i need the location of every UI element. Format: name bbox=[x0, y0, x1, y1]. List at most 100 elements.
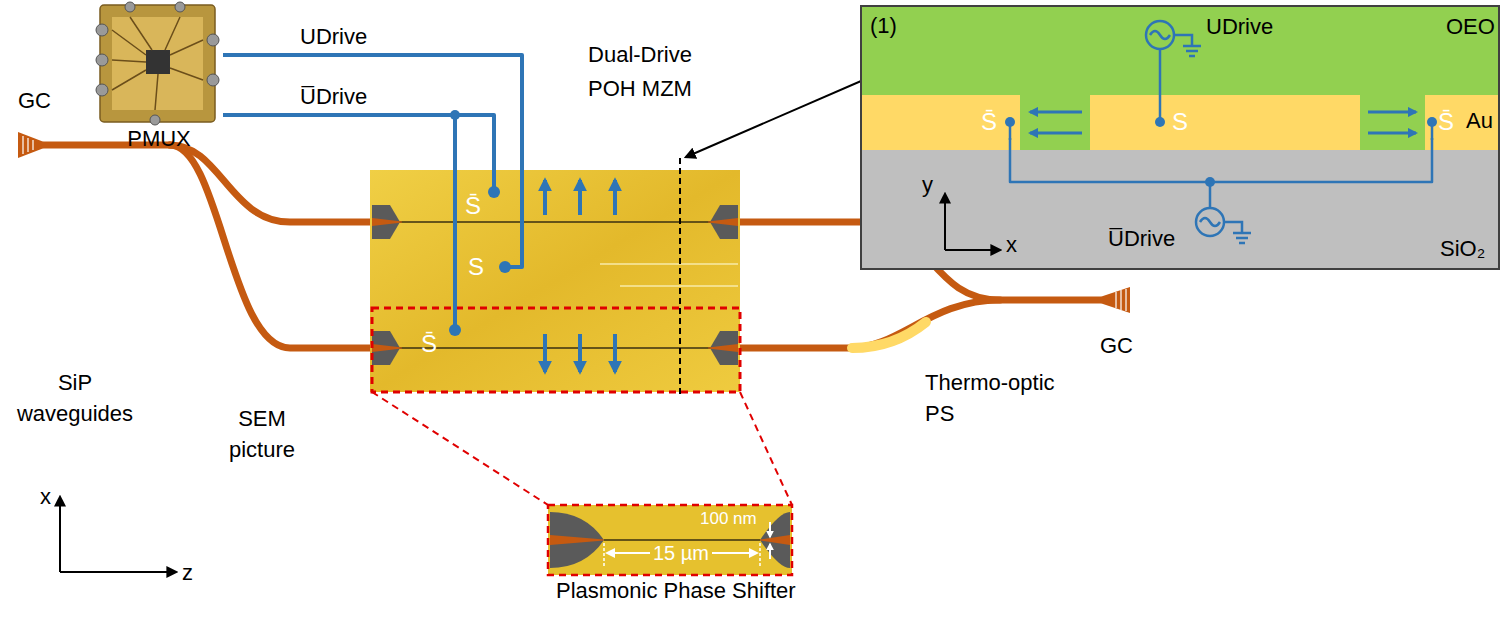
pmux-photo bbox=[207, 34, 219, 46]
cross-section-inset bbox=[861, 6, 1499, 150]
cross-section-inset bbox=[861, 95, 1020, 150]
signal-name: U̅Drive bbox=[300, 84, 367, 110]
grating-coupler bbox=[1100, 287, 1130, 313]
axis-arrow bbox=[60, 497, 176, 572]
contact-dot bbox=[499, 261, 511, 273]
zoom-detail bbox=[550, 535, 604, 545]
port-name: GC bbox=[18, 88, 51, 114]
node-text: (1) bbox=[870, 13, 897, 39]
field-arrow bbox=[545, 180, 615, 372]
sem-modulator bbox=[370, 170, 740, 392]
zoom-detail bbox=[769, 544, 771, 559]
zoom-detail bbox=[604, 539, 760, 541]
field-arrow bbox=[613, 180, 617, 215]
pmux-photo bbox=[96, 84, 108, 96]
axis-arrow bbox=[945, 194, 1000, 250]
device-name: Dual-Drive POH MZM bbox=[565, 38, 715, 106]
cross-section-inset bbox=[1425, 95, 1499, 150]
signal-name: UDrive bbox=[1206, 14, 1273, 40]
contact-dot bbox=[449, 324, 461, 336]
zoom-detail bbox=[607, 552, 757, 554]
electrode-label: S̄ bbox=[462, 192, 502, 221]
node-text: S̄ bbox=[421, 330, 437, 359]
axis-arrow bbox=[59, 497, 61, 572]
grating-coupler bbox=[1116, 289, 1126, 311]
node-text: S̄ bbox=[465, 192, 481, 221]
electrode-label: S̄ bbox=[418, 330, 462, 359]
node-text: PMUX bbox=[127, 126, 191, 152]
drive-circuit bbox=[1159, 49, 1162, 122]
drive-wire bbox=[1010, 138, 1432, 182]
field-arrow bbox=[543, 334, 547, 372]
axis-arrow bbox=[944, 194, 946, 250]
signal-name: U̅Drive bbox=[1108, 226, 1175, 252]
pmux-photo bbox=[175, 2, 185, 12]
drive-circuit bbox=[1174, 35, 1201, 56]
field-arrow bbox=[613, 334, 617, 372]
drive-wire bbox=[223, 55, 522, 267]
sem-modulator bbox=[395, 347, 715, 349]
sip-waveguide bbox=[44, 142, 170, 149]
contact-dot bbox=[1005, 117, 1015, 127]
cross-section-inset bbox=[861, 6, 1499, 269]
pmux-box: PMUX bbox=[95, 2, 223, 154]
sem-modulator bbox=[708, 344, 738, 352]
pmux-photo bbox=[150, 115, 160, 125]
layer-name: OEO bbox=[1446, 14, 1495, 40]
pmux-photo bbox=[100, 5, 215, 122]
drive-circuit bbox=[1196, 208, 1224, 236]
cross-section-inset bbox=[1090, 95, 1360, 150]
grating-coupler bbox=[23, 136, 33, 154]
zoom-detail bbox=[760, 512, 790, 568]
pmux-photo bbox=[207, 74, 219, 86]
zoom-detail bbox=[603, 543, 605, 566]
axis-label: x bbox=[40, 484, 51, 510]
field-arrow bbox=[1030, 111, 1082, 114]
node-text: S bbox=[468, 253, 484, 282]
drive-circuit bbox=[1010, 21, 1432, 243]
part-name: SiP waveguides bbox=[15, 368, 135, 430]
sem-modulator bbox=[372, 218, 402, 226]
pmux-photo bbox=[96, 54, 108, 66]
contact-dot bbox=[1427, 117, 1437, 127]
axis-arrow bbox=[60, 571, 176, 573]
pmux-photo bbox=[112, 17, 203, 110]
zoom-detail bbox=[769, 522, 771, 537]
sip-waveguide bbox=[170, 145, 372, 348]
grating-coupler bbox=[18, 132, 44, 158]
contact-dot bbox=[450, 110, 1437, 187]
zoom-detail bbox=[759, 543, 761, 566]
drive-circuit bbox=[1146, 21, 1174, 49]
part-name: Thermo-optic PS bbox=[925, 368, 1065, 430]
contact-dot bbox=[488, 186, 500, 198]
node-text: S̄ bbox=[1438, 108, 1454, 137]
drive-circuit bbox=[1200, 218, 1220, 226]
sem-modulator bbox=[370, 170, 740, 392]
sem-modulator bbox=[708, 218, 738, 226]
field-arrow bbox=[578, 180, 582, 215]
pmux-photo bbox=[146, 50, 170, 74]
field-arrow bbox=[1030, 132, 1082, 135]
electrode-label: S̄ bbox=[1426, 106, 1460, 138]
sem-modulator bbox=[372, 344, 402, 352]
node-text: S̄ bbox=[981, 108, 997, 137]
axis-arrow bbox=[945, 249, 1000, 251]
dimension: 15 µm bbox=[650, 541, 712, 565]
pmux-photo bbox=[96, 2, 219, 125]
axis-label: x bbox=[1006, 232, 1017, 258]
sem-modulator bbox=[600, 264, 738, 286]
port-name: GC bbox=[1100, 333, 1133, 359]
node-text: S bbox=[1172, 108, 1188, 137]
dimension: 100 nm bbox=[700, 509, 757, 529]
cross-section-inset bbox=[861, 150, 1499, 269]
zoom-detail bbox=[548, 505, 792, 575]
drive-circuit bbox=[1150, 31, 1170, 39]
layer-name: Au bbox=[1466, 108, 1493, 134]
thermo-optic-phase-shifter bbox=[852, 322, 926, 348]
field-arrow bbox=[1368, 111, 1416, 114]
electrode-label: S̄ bbox=[978, 106, 1018, 138]
pmux-photo bbox=[125, 2, 135, 12]
